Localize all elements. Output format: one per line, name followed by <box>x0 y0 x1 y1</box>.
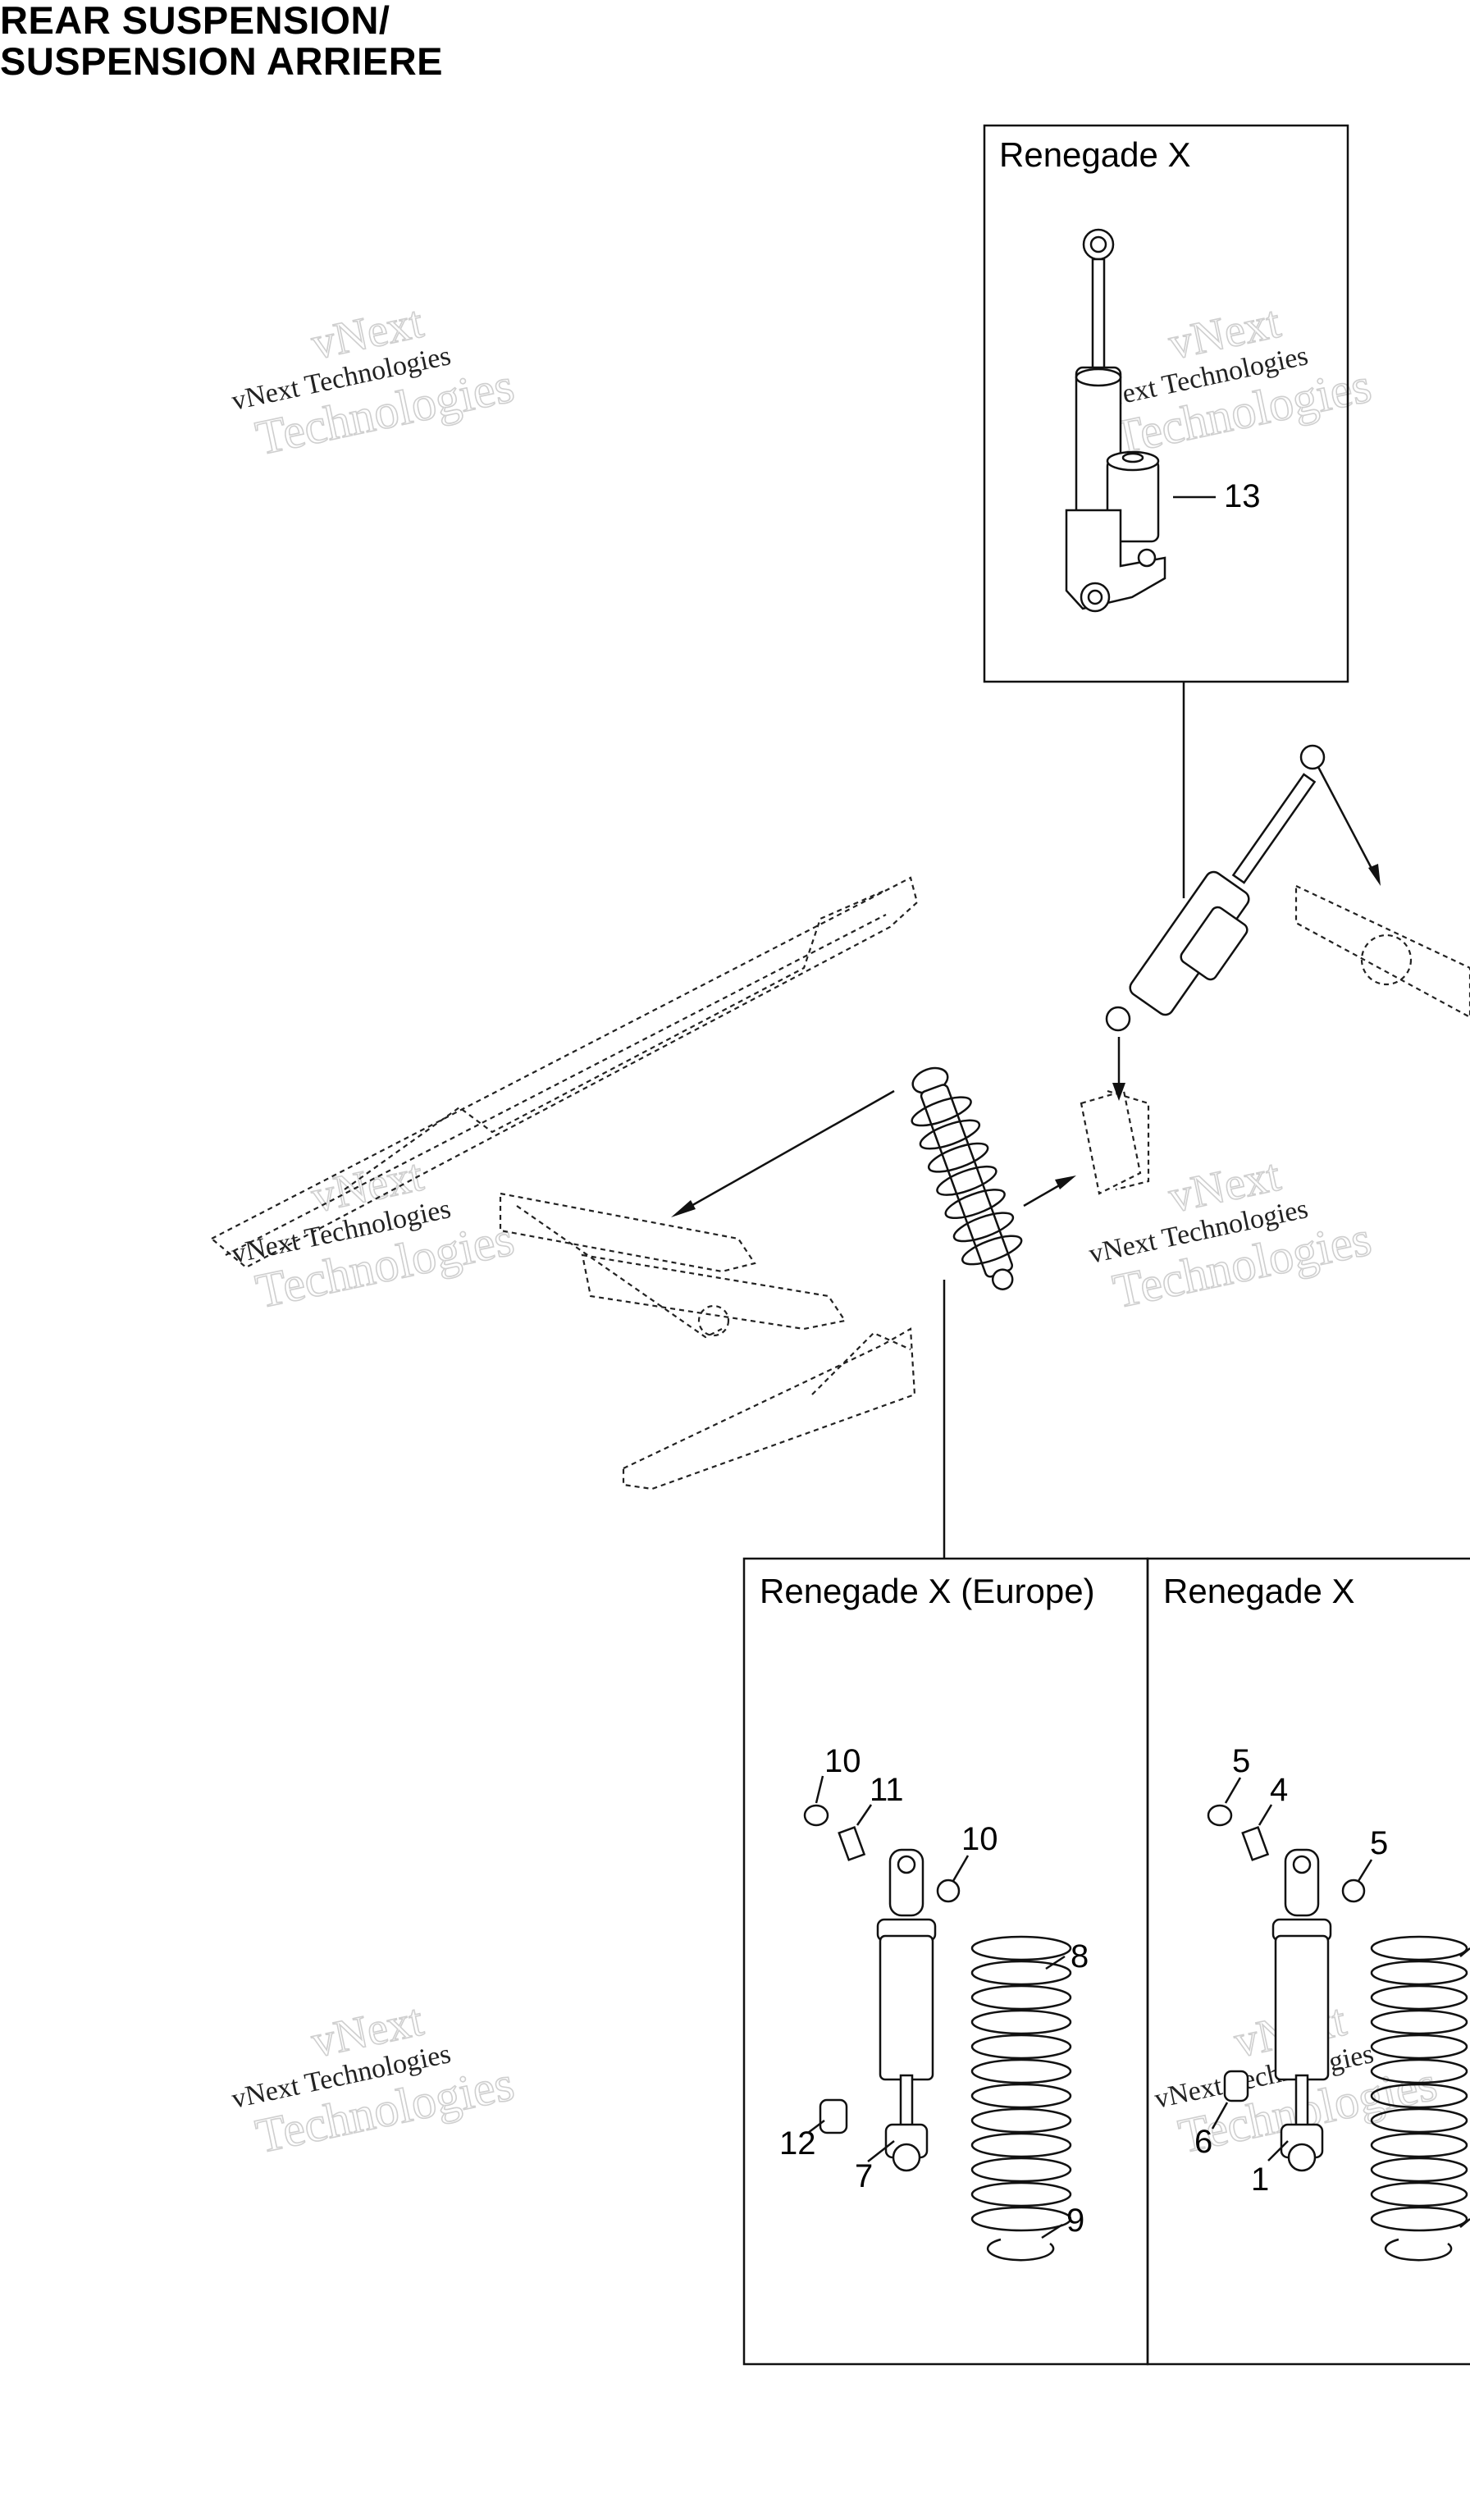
x-box-title: Renegade X <box>1163 1572 1355 1610</box>
title-line-2: SUSPENSION ARRIERE <box>0 39 444 83</box>
top-box-frame <box>983 124 1349 683</box>
callout-6: 6 <box>1194 2124 1212 2160</box>
europe-detail-box: Renegade X (Europe) <box>742 1557 1149 2366</box>
coil-over-shock <box>911 1066 1023 1290</box>
watermark-right-mid: vNext vNext Technologies Technologies <box>1086 1149 1376 1319</box>
callout-9: 9 <box>1066 2203 1084 2239</box>
callout-11: 11 <box>870 1772 904 1808</box>
shock-with-reservoir-drawing <box>1065 228 1166 613</box>
callout-13: 13 <box>1224 478 1261 514</box>
top-box-title: Renegade X <box>999 135 1191 174</box>
callout-4: 4 <box>1270 1772 1288 1808</box>
callout-10b: 10 <box>961 1821 998 1857</box>
top-detail-box: Renegade X 13 <box>983 124 1349 683</box>
callout-10a: 10 <box>824 1743 861 1779</box>
watermark-left-bottom: vNext vNext Technologies Technologies <box>229 1994 519 2164</box>
europe-shock-drawing <box>803 1804 1072 2262</box>
watermark-left-top: vNext vNext Technologies Technologies <box>229 296 519 466</box>
callout-8: 8 <box>1071 1938 1089 1974</box>
europe-box-title: Renegade X (Europe) <box>760 1572 1095 1610</box>
page-title: REAR SUSPENSION/ SUSPENSION ARRIERE <box>0 0 443 82</box>
title-line-1: REAR SUSPENSION/ <box>0 0 390 42</box>
main-assembly-drawing <box>210 744 1470 1491</box>
callout-5b: 5 <box>1370 1825 1388 1861</box>
x-box-frame <box>1146 1557 1470 2366</box>
x-shock-drawing <box>1207 1804 1468 2262</box>
callout-5a: 5 <box>1232 1743 1250 1779</box>
callout-1: 1 <box>1251 2162 1269 2198</box>
callout-7: 7 <box>855 2158 873 2194</box>
watermark-left-mid: vNext vNext Technologies Technologies <box>229 1149 519 1319</box>
x-detail-box: Renegade X <box>1146 1557 1470 2366</box>
